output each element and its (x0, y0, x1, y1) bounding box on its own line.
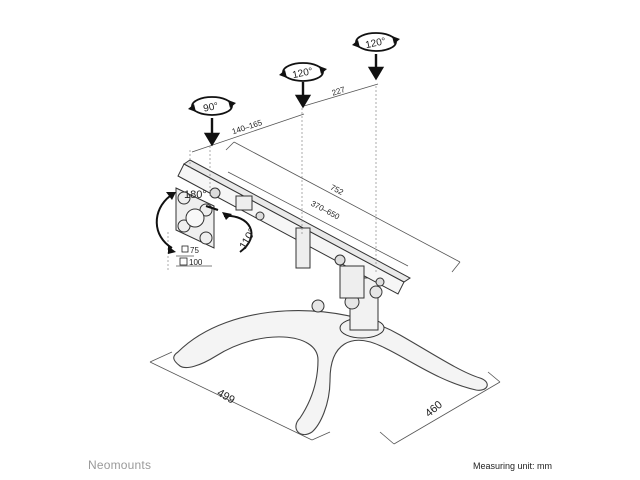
vesa-75-icon (181, 245, 189, 253)
rotation-label-right: 120° (364, 36, 387, 51)
dimension-label-spacing-right: 227 (331, 85, 347, 98)
tilt-label: 110° (237, 226, 258, 251)
vesa-100-icon (179, 257, 188, 266)
swivel-arrowhead-bottom (168, 246, 176, 254)
measuring-unit: Measuring unit: mm (472, 461, 552, 471)
vesa-75-label: 75 (190, 246, 199, 255)
tilt-arc (223, 214, 253, 253)
dimension-label-arm-range: 370–650 (309, 199, 341, 222)
dimension-label-base-depth: 460 (423, 399, 445, 420)
tilt-arrow (205, 204, 219, 212)
dimension-label-total-width: 752 (329, 183, 345, 197)
swivel-arrowhead-top (166, 192, 176, 200)
reference-lines (167, 86, 377, 272)
rotation-label-left: 90° (202, 101, 219, 115)
dimension-lines (149, 83, 501, 445)
stand-base (173, 310, 488, 436)
swivel-arc (155, 195, 173, 249)
rotation-label-middle: 120° (291, 66, 314, 81)
swivel-label: 180° (184, 189, 207, 201)
rotation-arrowheads (188, 36, 400, 112)
vesa-100-label: 100 (189, 258, 203, 267)
dimension-label-base-width: 499 (215, 387, 237, 407)
vesa-plate (175, 187, 215, 249)
down-arrows (203, 54, 385, 147)
crossbar (177, 159, 411, 299)
tilt-arrowhead (222, 212, 232, 220)
brand-logo: Neomounts (88, 458, 152, 472)
